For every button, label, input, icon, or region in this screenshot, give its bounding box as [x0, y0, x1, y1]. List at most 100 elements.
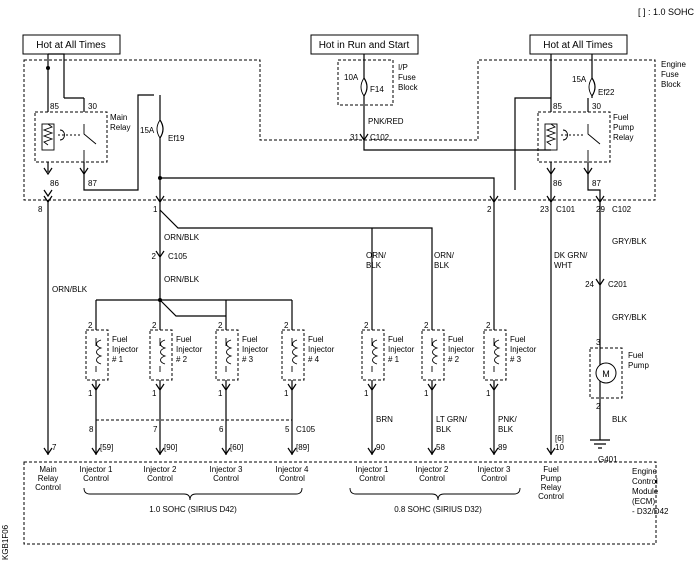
sohc10-inj-3-label-1: Fuel	[242, 335, 258, 344]
ecm-pin-4-label: Injector 3	[210, 465, 243, 474]
sohc08-inj-1-pin-1: 1	[364, 389, 369, 398]
ecm-pin-6-label: Injector 1	[356, 465, 389, 474]
sohc08-inj-3-pin-1: 1	[486, 389, 491, 398]
ecm-label-3: Module	[632, 487, 659, 496]
sohc10-inj-2-label-3: # 2	[176, 355, 188, 364]
ecm-pin-9-label: Fuel	[543, 465, 559, 474]
main-relay-pin-85: 85	[50, 102, 59, 111]
ground-label: G401	[598, 455, 618, 464]
wire-orn-blk-inj1-2: BLK	[366, 261, 382, 270]
fp-relay-label-3: Relay	[613, 133, 633, 142]
c105-pin-8: 8	[89, 425, 94, 434]
c105-bottom-name: C105	[296, 425, 316, 434]
engine-fuse-block-outline	[23, 59, 656, 201]
sohc10-inj-1-pin-1: 1	[88, 389, 93, 398]
sohc08-inj-3-label-2: Injector	[510, 345, 537, 354]
wire-lt-grn-2: BLK	[436, 425, 452, 434]
fuel-pump-pin-2: 2	[596, 402, 601, 411]
fuse-f14: 10A F14	[344, 73, 384, 110]
wire-orn-blk-inj1-1: ORN/	[366, 251, 387, 260]
source-right: Hot at All Times	[529, 34, 628, 55]
wire-blk: BLK	[612, 415, 628, 424]
sohc10-inj-3-label-2: Injector	[242, 345, 269, 354]
fp-relay-pin-85: 85	[553, 102, 562, 111]
ecm-pin-9-label: Relay	[541, 483, 561, 492]
sohc10-inj-2-pin-1: 1	[152, 389, 157, 398]
sohc10-inj-4-pin-1: 1	[284, 389, 289, 398]
fuse-ef22: 15A Ef22	[572, 75, 615, 98]
brace-sohc10	[83, 487, 303, 501]
ecm-label-1: Engine	[632, 467, 657, 476]
wire-orn-blk-inj2-1: ORN/	[434, 251, 455, 260]
wire-bus-ef19	[160, 177, 495, 200]
sohc10-inj-2-label-1: Fuel	[176, 335, 192, 344]
fuse-ef22-rating: 15A	[572, 75, 587, 84]
c101-name: C101	[556, 205, 576, 214]
main-relay-pin-86: 86	[50, 179, 59, 188]
fuel-pump-label-2: Pump	[628, 361, 649, 370]
ecm-pin-2-number: [59]	[100, 443, 113, 452]
fp-relay-pin-30: 30	[592, 102, 601, 111]
main-relay-label-1: Main	[110, 113, 127, 122]
ecm-pin-9-number: 10	[555, 443, 564, 452]
main-relay-label-2: Relay	[110, 123, 130, 132]
fuse-ef19-name: Ef19	[168, 134, 185, 143]
ecm-pin-6-label: Control	[359, 474, 385, 483]
sohc08-inj-1-pin-2: 2	[364, 321, 369, 330]
ecm-pin-9-label: Pump	[541, 474, 562, 483]
ecm-pin-2-label: Control	[83, 474, 109, 483]
ecm-pin-2-label: Injector 1	[80, 465, 113, 474]
c105-top-pin: 2	[152, 252, 157, 261]
fuel-pump-motor: M	[602, 369, 610, 379]
sohc10-inj-3-label-3: # 3	[242, 355, 254, 364]
wire-orn-blk-a: ORN/BLK	[164, 233, 200, 242]
ecm-pin-8-number: 89	[498, 443, 507, 452]
sohc10-inj-3-pin-1: 1	[218, 389, 223, 398]
ecm-pin-3-label: Control	[147, 474, 173, 483]
group-sohc08: 0.8 SOHC (SIRIUS D32)	[394, 505, 482, 514]
sohc08-inj-2-label-2: Injector	[448, 345, 475, 354]
ecm-pin-5-label: Injector 4	[276, 465, 309, 474]
sohc08-inj-3-label-1: Fuel	[510, 335, 526, 344]
fuel-pump-relay: 85 30 86 87 Fuel Pump Relay	[514, 97, 634, 190]
sohc08-inj-2-pin-2: 2	[424, 321, 429, 330]
ecm-pin-7-number: 58	[436, 443, 445, 452]
sohc08-inj-1-label-2: Injector	[388, 345, 415, 354]
engine-fuse-block-label-2: Fuse	[661, 70, 679, 79]
c105-top-name: C105	[168, 252, 188, 261]
sohc10-inj-2-label-2: Injector	[176, 345, 203, 354]
ecm-label: Engine Control Module (ECM) - D32/D42	[632, 467, 669, 516]
fp-relay-pin-86: 86	[553, 179, 562, 188]
wire-right-feed	[550, 54, 593, 98]
ecm-pin-8-label: Control	[481, 474, 507, 483]
main-relay-pin-30: 30	[88, 102, 97, 111]
c105-pin-7: 7	[153, 425, 158, 434]
ecm-pin-1-label: Main	[39, 465, 56, 474]
sohc10-inj-1-label-3: # 1	[112, 355, 124, 364]
sohc10-inj-4-label-1: Fuel	[308, 335, 324, 344]
ecm-pin-7-label: Injector 2	[416, 465, 449, 474]
wire-gry-blk-1: GRY/BLK	[612, 237, 647, 246]
ecm-pin-1-label: Relay	[38, 474, 58, 483]
main-relay: 85 30 86 87 Main Relay	[34, 94, 154, 198]
wire-orn-blk-left: ORN/BLK	[52, 285, 88, 294]
ecm-pin-3-label: Injector 2	[144, 465, 177, 474]
c102-top-pin: 31	[350, 133, 359, 142]
brace-sohc08	[349, 487, 521, 501]
